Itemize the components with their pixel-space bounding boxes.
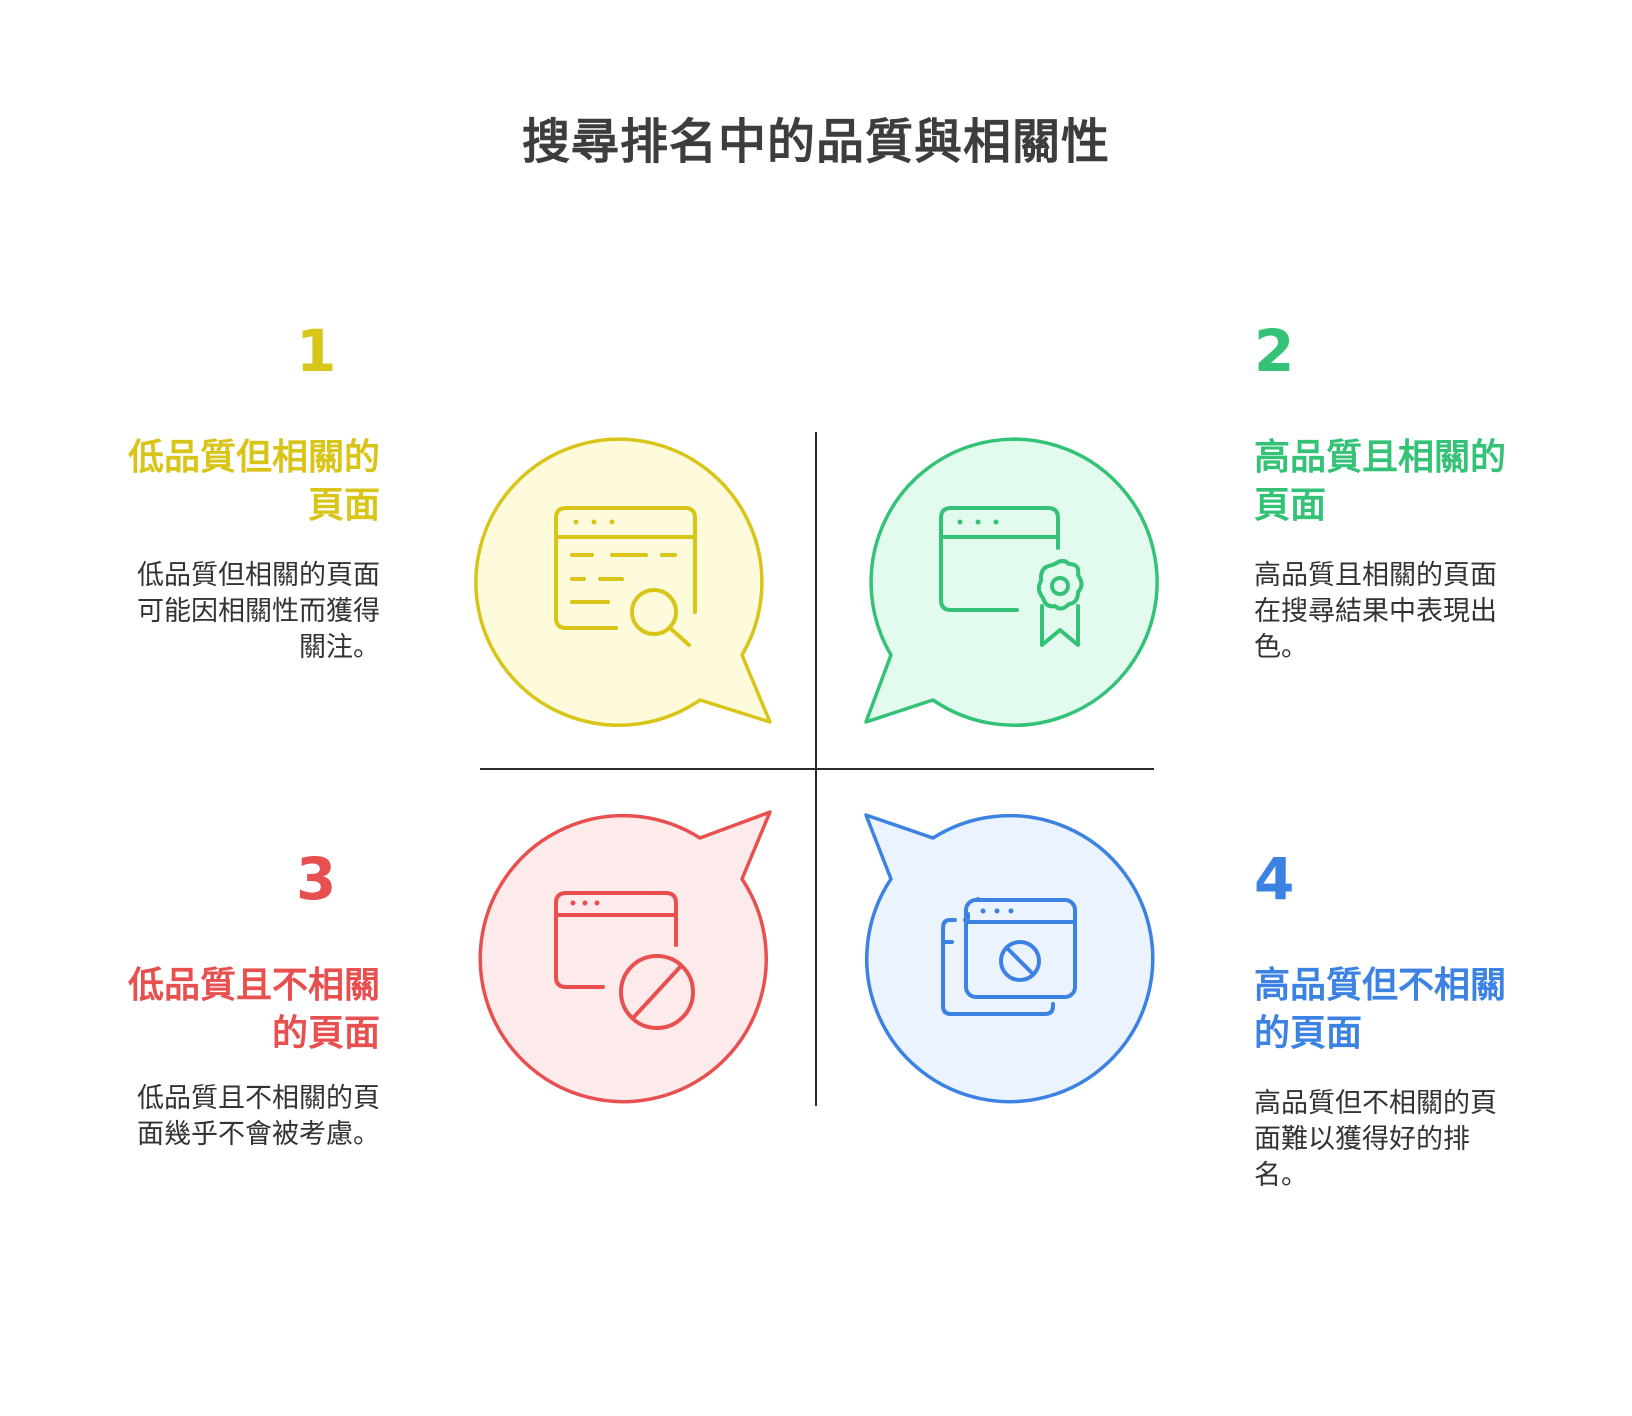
quadrant-2-heading-line2: 頁面 [1254, 485, 1327, 526]
quadrant-2-number: 2 [1254, 317, 1295, 385]
speech-bubble-3 [478, 810, 772, 1104]
quadrant-4-description: 高品質但不相關的頁 面難以獲得好的排 名。 [1254, 1086, 1534, 1194]
quadrant-2-desc-line2: 在搜尋結果中表現出 [1254, 596, 1497, 627]
quadrant-2-desc-line1: 高品質且相關的頁面 [1254, 560, 1497, 591]
browser-stack-blocked-icon [941, 897, 1077, 1016]
quadrant-1-desc-line3: 關注。 [299, 632, 380, 663]
quadrant-1-desc-line1: 低品質但相關的頁面 [137, 560, 380, 591]
quadrant-1-heading-line2: 頁面 [307, 485, 380, 526]
quadrant-1-heading: 低品質但相關的 頁面 [80, 434, 380, 530]
quadrant-2-heading-line1: 高品質且相關的 [1254, 437, 1507, 478]
speech-bubble-4 [864, 813, 1155, 1104]
browser-blocked-icon [554, 891, 695, 1030]
quadrant-4-heading: 高品質但不相關 的頁面 [1254, 962, 1554, 1058]
quadrant-3-desc-line1: 低品質且不相關的頁 [137, 1083, 380, 1114]
quadrant-4-number: 4 [1254, 845, 1295, 913]
speech-bubble-2 [864, 437, 1159, 727]
quadrant-4-heading-line2: 的頁面 [1254, 1013, 1363, 1054]
speech-bubble-1 [474, 437, 772, 727]
quadrant-4-heading-line1: 高品質但不相關 [1254, 965, 1507, 1006]
quadrant-3-number: 3 [296, 845, 337, 913]
quadrant-1-desc-line2: 可能因相關性而獲得 [137, 596, 380, 627]
quadrant-2-heading: 高品質且相關的 頁面 [1254, 434, 1554, 530]
quadrant-3-heading-line2: 的頁面 [271, 1013, 380, 1054]
quadrant-2-description: 高品質且相關的頁面 在搜尋結果中表現出 色。 [1254, 558, 1534, 666]
quadrant-4-desc-line1: 高品質但不相關的頁 [1254, 1088, 1497, 1119]
quadrant-1-heading-line1: 低品質但相關的 [127, 437, 380, 478]
browser-search-icon [554, 506, 697, 647]
quadrant-2-desc-line3: 色。 [1254, 632, 1308, 663]
quadrant-4-desc-line2: 面難以獲得好的排 [1254, 1124, 1470, 1155]
quadrant-1-description: 低品質但相關的頁面 可能因相關性而獲得 關注。 [100, 558, 380, 666]
diagram-title: 搜尋排名中的品質與相關性 [521, 114, 1110, 170]
quadrant-3-heading: 低品質且不相關 的頁面 [80, 962, 380, 1058]
browser-award-icon [939, 506, 1084, 647]
quadrant-3-description: 低品質且不相關的頁 面幾乎不會被考慮。 [100, 1081, 380, 1153]
quadrant-3-desc-line2: 面幾乎不會被考慮。 [137, 1119, 380, 1150]
quadrant-4-desc-line3: 名。 [1254, 1160, 1308, 1191]
quadrant-3-heading-line1: 低品質且不相關 [127, 965, 380, 1006]
quadrant-1-number: 1 [296, 317, 337, 385]
